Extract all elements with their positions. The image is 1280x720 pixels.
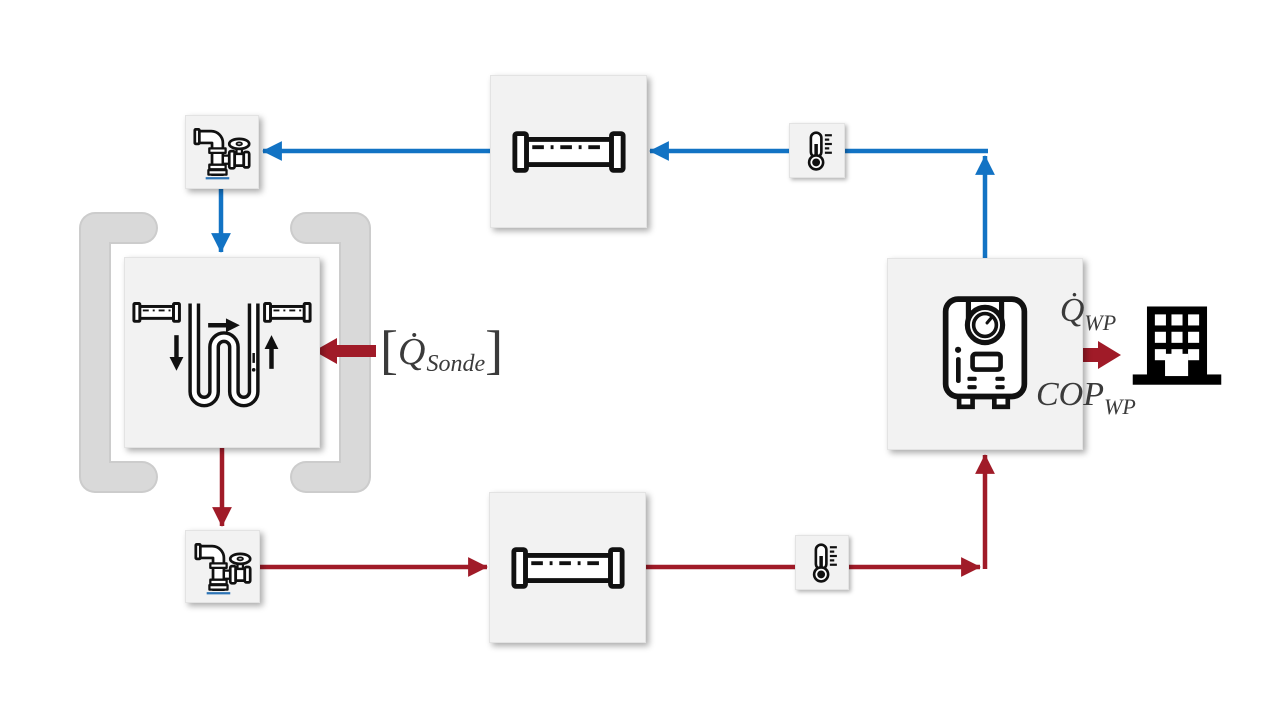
thermometer-icon [812,542,837,583]
probe-flow-arrows [169,318,279,371]
pipe-icon [511,130,626,173]
q-wp-subscript: WP [1084,310,1117,335]
pipe-icon [510,546,625,589]
q-sonde-open-bracket: [ [380,320,398,380]
return-valve-node [185,530,260,603]
building-icon [1132,306,1222,385]
return-pipe-node [489,492,646,643]
valve-icon [193,542,252,594]
q-sonde-symbol: Q̇ [397,331,426,373]
borehole-probe-node [124,257,320,448]
thermometer-icon [807,130,832,171]
q-sonde-subscript: Sonde [426,350,486,377]
cop-wp-symbol: COP [1036,376,1104,413]
building-figure [1128,297,1226,400]
probe-tube-core [191,303,257,404]
probe-tube [188,303,260,408]
heat-pump-node [887,258,1083,450]
q-wp-symbol: Q̇ [1059,292,1085,329]
return-thermometer-node [795,535,849,590]
heat-pump-icon [942,296,1028,410]
q-sonde-block-arrow [314,338,376,364]
probe-pipe-right [263,302,312,323]
cop-wp-subscript: WP [1104,394,1136,419]
q-sonde-close-bracket: ] [485,320,504,380]
probe-pipe-left [132,302,181,323]
cop-wp-label: COPWP [1036,376,1136,419]
supply-pipe-node [490,75,647,228]
borehole-probe-icon [132,302,312,408]
q-wp-label: Q̇WP [1050,292,1126,335]
supply-valve-node [185,115,259,189]
left-bracket [81,214,156,491]
valve-icon [193,127,251,180]
supply-thermometer-node [789,123,845,178]
q-sonde-label: [Q̇Sonde] [380,323,503,378]
